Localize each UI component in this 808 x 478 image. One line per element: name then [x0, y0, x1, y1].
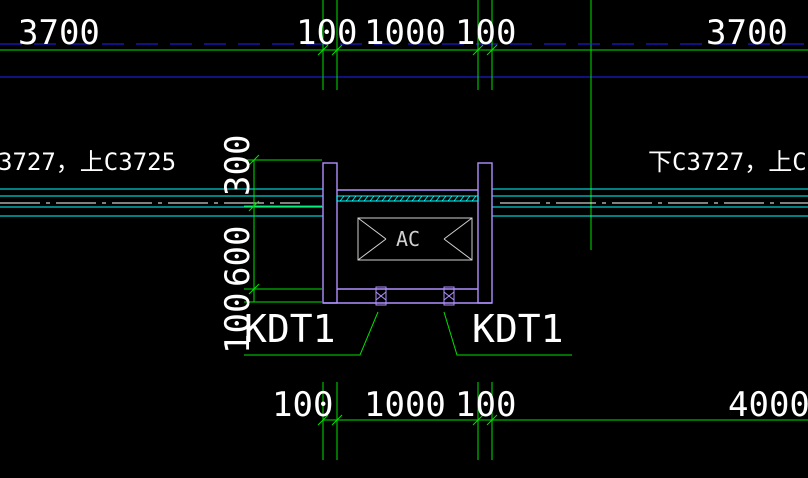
- bottom-dim-c: 100: [455, 385, 516, 425]
- tag-right: KDT1: [472, 307, 564, 351]
- wall-right: [477, 162, 493, 304]
- hatch-strip: [336, 195, 479, 202]
- bottom-dim-b: 1000: [364, 385, 446, 425]
- wall-left: [322, 162, 338, 304]
- bottom-dim-right-span: 4000: [728, 385, 808, 425]
- leader-lines: [244, 311, 572, 356]
- bottom-dim-a: 100: [272, 385, 333, 425]
- top-dim-a: 100: [296, 13, 357, 53]
- pipe-note-left: 3727，上C3725: [0, 148, 176, 176]
- top-dim-b: 1000: [364, 13, 446, 53]
- vertical-dimension-line: [244, 154, 322, 303]
- shaft-walls: [322, 162, 493, 304]
- vertical-dim-bottom: 100: [218, 293, 258, 354]
- outlet-right: [443, 286, 455, 306]
- top-dim-c: 100: [455, 13, 516, 53]
- outlet-symbols: [375, 286, 455, 306]
- tag-left: KDT1: [244, 307, 336, 351]
- top-dim-right-span: 3700: [706, 13, 788, 53]
- pipe-lines: [0, 188, 808, 217]
- ac-unit-label: AC: [396, 227, 420, 251]
- top-dim-left-span: 3700: [18, 13, 100, 53]
- axis-lines: [0, 0, 808, 250]
- vertical-dim-middle: 600: [218, 226, 258, 287]
- pipe-note-right: 下C3727，上C3: [648, 148, 808, 176]
- outlet-left: [375, 286, 387, 306]
- bottom-dimension-line: [317, 382, 808, 460]
- top-dimension-line: [0, 0, 808, 90]
- vertical-dim-top: 300: [218, 135, 258, 196]
- ac-unit-symbol: AC: [357, 217, 473, 261]
